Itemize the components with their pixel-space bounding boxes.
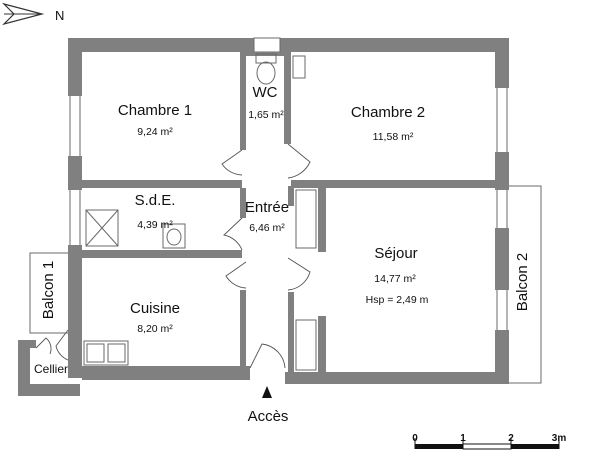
exterior-walls xyxy=(68,37,509,384)
entree-label: Entrée xyxy=(245,199,289,216)
north-arrow xyxy=(2,2,45,26)
sejour-area: 14,77 m² xyxy=(374,273,416,285)
cupboard xyxy=(292,55,306,79)
cuisine-label: Cuisine xyxy=(130,300,180,317)
doors xyxy=(35,143,311,369)
scale-tick-0: 0 xyxy=(412,433,418,444)
sejour-ceiling-height: Hsp = 2,49 m xyxy=(366,294,429,306)
scale-tick-3m: 3m xyxy=(552,433,567,444)
chambre-2-area: 11,58 m² xyxy=(373,131,414,143)
cellier-label: Cellier xyxy=(34,362,68,376)
chambre-1-label: Chambre 1 xyxy=(118,102,192,119)
balcon-2-label: Balcon 2 xyxy=(514,253,531,311)
chambre-2-label: Chambre 2 xyxy=(351,104,425,121)
wc-fixture xyxy=(255,53,277,85)
balcon-1-label: Balcon 1 xyxy=(40,261,57,319)
scale-tick-2: 2 xyxy=(508,433,514,444)
entree-area: 6,46 m² xyxy=(249,222,285,234)
shower xyxy=(85,209,119,247)
cuisine-area: 8,20 m² xyxy=(137,323,173,335)
chambre-1-area: 9,24 m² xyxy=(137,126,173,138)
interior-walls xyxy=(82,52,495,372)
kitchen-sink xyxy=(83,340,129,366)
access-label: Accès xyxy=(248,408,289,425)
washbasin xyxy=(162,223,186,249)
north-label: N xyxy=(55,8,64,23)
wc-area: 1,65 m² xyxy=(248,109,284,121)
sde-area: 4,39 m² xyxy=(137,219,173,231)
sde-label: S.d.E. xyxy=(135,192,176,209)
scale-tick-1: 1 xyxy=(460,433,466,444)
wc-label: WC xyxy=(253,84,278,101)
closet-1 xyxy=(295,189,317,249)
sejour-label: Séjour xyxy=(374,245,417,262)
cellier-walls xyxy=(18,340,80,396)
closet-2 xyxy=(295,319,317,371)
access-arrow-icon xyxy=(262,386,272,398)
scale-bar xyxy=(414,438,560,450)
